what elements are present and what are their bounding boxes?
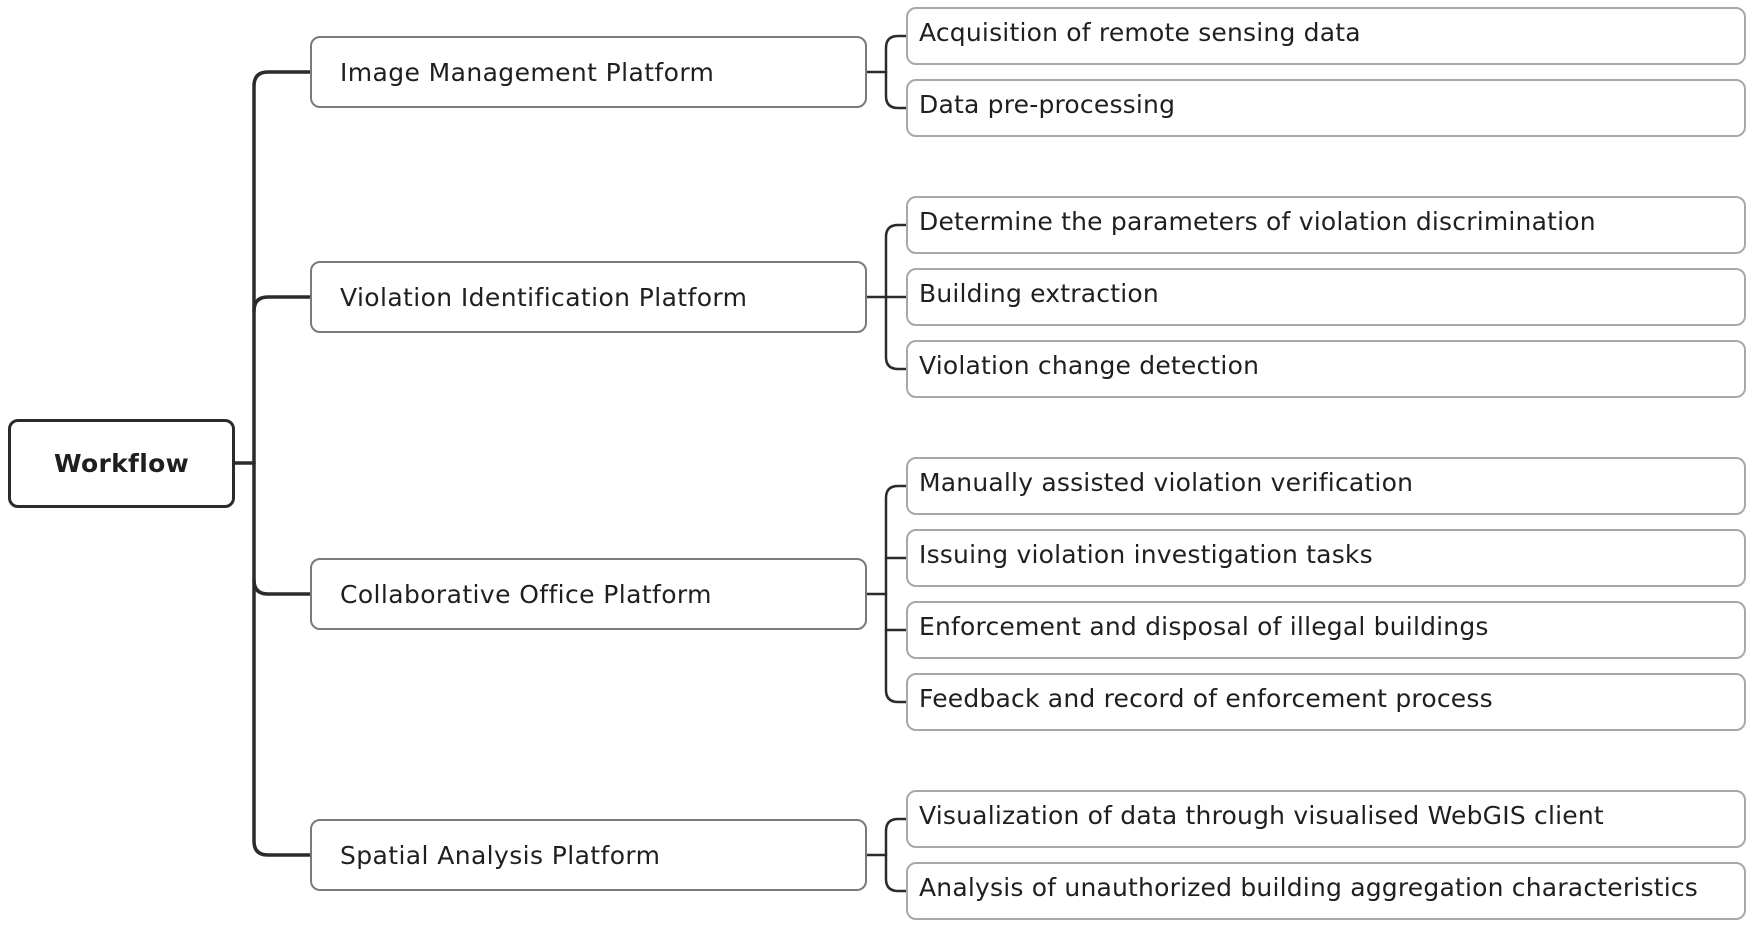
task-label: Determine the parameters of violation di… xyxy=(919,206,1596,236)
task-node: Visualization of data through visualised… xyxy=(906,790,1746,848)
platform-node-spatial-analysis: Spatial Analysis Platform xyxy=(310,819,867,891)
task-node: Issuing violation investigation tasks xyxy=(906,529,1746,587)
root-branch-1 xyxy=(252,70,312,465)
task-label: Analysis of unauthorized building aggreg… xyxy=(919,872,1699,902)
task-label: Enforcement and disposal of illegal buil… xyxy=(919,611,1489,641)
root-node: Workflow xyxy=(8,419,235,508)
task-label: Acquisition of remote sensing data xyxy=(919,17,1361,47)
task-node: Manually assisted violation verification xyxy=(906,457,1746,515)
root-branch-3 xyxy=(252,578,312,596)
platform-node-image-management: Image Management Platform xyxy=(310,36,867,108)
task-node: Determine the parameters of violation di… xyxy=(906,196,1746,254)
task-node: Analysis of unauthorized building aggreg… xyxy=(906,862,1746,920)
task-label: Manually assisted violation verification xyxy=(919,467,1414,497)
task-label: Violation change detection xyxy=(919,350,1260,380)
platform-4-branch xyxy=(884,817,908,893)
platform-node-violation-identification: Violation Identification Platform xyxy=(310,261,867,333)
task-node: Data pre-processing xyxy=(906,79,1746,137)
task-node: Violation change detection xyxy=(906,340,1746,398)
platform-label: Image Management Platform xyxy=(340,57,715,87)
platform-label: Violation Identification Platform xyxy=(340,282,748,312)
task-node: Enforcement and disposal of illegal buil… xyxy=(906,601,1746,659)
task-node: Acquisition of remote sensing data xyxy=(906,7,1746,65)
task-label: Issuing violation investigation tasks xyxy=(919,539,1373,569)
task-node: Feedback and record of enforcement proce… xyxy=(906,673,1746,731)
task-node: Building extraction xyxy=(906,268,1746,326)
task-label: Building extraction xyxy=(919,278,1159,308)
root-label: Workflow xyxy=(54,449,189,478)
root-branch-2 xyxy=(252,295,312,313)
task-label: Feedback and record of enforcement proce… xyxy=(919,683,1493,713)
platform-1-branch xyxy=(884,34,908,110)
platform-2-branch xyxy=(884,223,908,371)
root-branch-4 xyxy=(252,461,312,857)
platform-3-branch xyxy=(884,484,908,704)
platform-label: Collaborative Office Platform xyxy=(340,579,712,609)
platform-node-collaborative-office: Collaborative Office Platform xyxy=(310,558,867,630)
task-label: Visualization of data through visualised… xyxy=(919,800,1604,830)
task-label: Data pre-processing xyxy=(919,89,1176,119)
platform-label: Spatial Analysis Platform xyxy=(340,840,661,870)
